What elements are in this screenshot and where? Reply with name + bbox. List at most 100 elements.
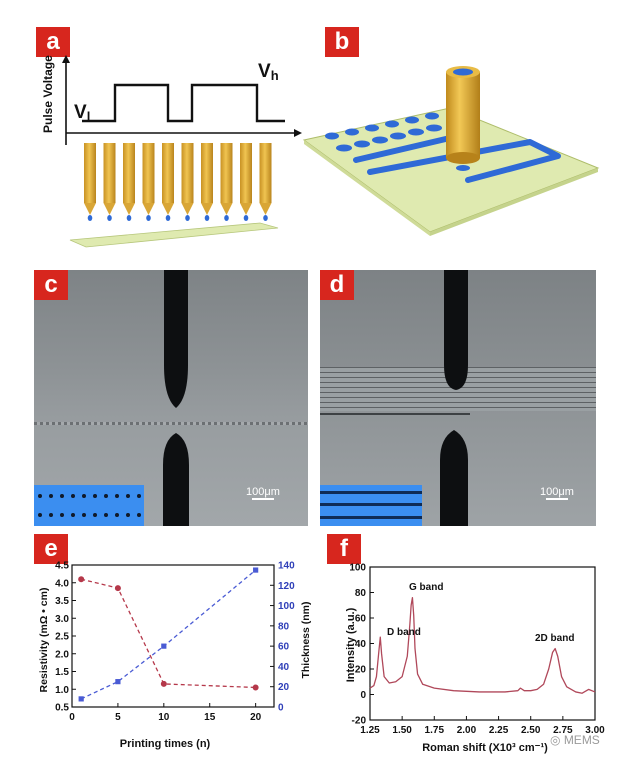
panel-a-diagram: Pulse Voltage Vl Vh <box>41 55 302 248</box>
ink-droplet <box>165 215 171 221</box>
y-tick-label: 2.5 <box>55 632 69 643</box>
chart-e-xlabel: Printing times (n) <box>120 738 211 750</box>
y-tick-label: 4.0 <box>55 578 69 589</box>
nozzle-tip <box>220 203 233 215</box>
y-right-tick-label: 40 <box>278 662 290 673</box>
printed-dot-row <box>325 112 439 140</box>
ink-droplet <box>126 215 132 221</box>
nozzle-tip-d <box>440 270 468 526</box>
chart-e-ylabel-right: Thickness (nm) <box>300 601 312 678</box>
y-tick-label: 40 <box>355 639 367 650</box>
raman-spectrum-line <box>369 596 596 694</box>
inset-lines <box>320 485 422 526</box>
annotation-2d-band: 2D band <box>535 633 574 644</box>
data-point-thickness <box>161 643 167 649</box>
x-tick-label: 1.75 <box>425 725 445 736</box>
y-tick-label: 20 <box>355 665 367 676</box>
nozzle-tip <box>240 203 252 215</box>
ink-droplet <box>204 215 210 221</box>
nozzle-tip <box>259 203 272 215</box>
pulse-y-arrow <box>62 55 70 63</box>
nozzle-tip <box>84 203 96 215</box>
chart-e: Resistivity (mΩ • cm) Thickness (nm) Pri… <box>38 561 312 751</box>
data-point-resistivity <box>78 576 85 583</box>
y-right-tick-label: 140 <box>278 561 295 572</box>
x-tick-label: 0 <box>69 712 75 723</box>
y-right-tick-label: 20 <box>278 682 290 693</box>
y-tick-label: 4.5 <box>55 561 69 572</box>
micrograph-c: 100μm <box>34 270 308 526</box>
data-point-thickness <box>115 679 121 685</box>
y-right-tick-label: 60 <box>278 642 290 653</box>
micrograph-d: 100μm <box>320 270 596 526</box>
scale-bar-d: 100μm <box>540 486 574 500</box>
nozzle <box>142 143 155 203</box>
x-tick-label: 1.25 <box>360 725 380 736</box>
nozzle-tip <box>123 203 135 215</box>
nozzle <box>220 143 233 203</box>
nozzle-tip-upper <box>163 270 189 526</box>
panel-b-diagram <box>302 66 600 236</box>
nozzle-tip <box>181 203 194 215</box>
x-tick-label: 2.25 <box>489 725 509 736</box>
x-tick-label: 3.00 <box>585 725 605 736</box>
annotation-g-band: G band <box>409 582 443 593</box>
y-right-tick-label: 0 <box>278 703 284 714</box>
ink-droplet <box>146 215 151 221</box>
x-tick-label: 2.50 <box>521 725 541 736</box>
y-tick-label: 60 <box>355 614 367 625</box>
data-point-thickness <box>78 696 84 702</box>
data-point-thickness <box>253 567 259 573</box>
data-point-resistivity <box>114 585 121 592</box>
nozzle-tip <box>201 203 213 215</box>
panel-label-a: a <box>36 27 70 57</box>
nozzle <box>103 143 116 203</box>
ink-drop <box>456 165 470 171</box>
y-tick-label: 3.0 <box>55 614 69 625</box>
y-tick-label: 1.5 <box>55 667 69 678</box>
data-point-resistivity <box>252 684 259 691</box>
x-tick-label: 2.00 <box>457 725 477 736</box>
chart-e-ylabel: Resistivity (mΩ • cm) <box>38 588 50 693</box>
pulse-voltage-label: Pulse Voltage <box>41 55 55 133</box>
y-tick-label: 0 <box>360 690 366 701</box>
ink-droplet <box>87 215 93 221</box>
nozzle <box>181 143 194 203</box>
series-line-1 <box>80 569 257 700</box>
x-tick-label: 15 <box>204 712 216 723</box>
y-tick-label: 0.5 <box>55 703 69 714</box>
inset-dots <box>34 485 144 526</box>
ink-droplet <box>263 215 268 221</box>
scale-bar-c: 100μm <box>246 486 280 500</box>
y-tick-label: 2.0 <box>55 649 69 660</box>
nozzle-tip <box>142 203 155 215</box>
y-tick-label: 1.0 <box>55 685 69 696</box>
printed-line-1 <box>353 135 453 163</box>
chart-f: Intensity (a.u.) Roman shift (X10³ cm⁻¹)… <box>345 563 605 755</box>
x-tick-label: 5 <box>115 712 121 723</box>
panel-label-d: d <box>320 270 354 300</box>
nozzle-body <box>446 72 480 158</box>
chart-f-xlabel: Roman shift (X10³ cm⁻¹) <box>422 742 548 754</box>
panel-label-c: c <box>34 270 68 300</box>
wechat-icon: ◎ <box>550 733 564 747</box>
printed-dot-track <box>34 422 308 425</box>
y-tick-label: 3.5 <box>55 596 69 607</box>
y-tick-label: 100 <box>349 563 366 574</box>
y-right-tick-label: 100 <box>278 601 295 612</box>
panel-label-f: f <box>327 534 361 564</box>
x-tick-label: 10 <box>158 712 170 723</box>
panel-label-e: e <box>34 534 68 564</box>
data-point-resistivity <box>160 680 167 687</box>
ink-droplet <box>243 215 249 221</box>
nozzle <box>259 143 272 203</box>
nozzle <box>123 143 135 203</box>
nozzle <box>201 143 213 203</box>
pulse-waveform <box>82 83 285 123</box>
y-right-tick-label: 120 <box>278 581 295 592</box>
x-tick-label: 2.75 <box>553 725 573 736</box>
ink-droplet <box>107 215 112 221</box>
annotation-d-band: D band <box>387 627 421 638</box>
chart-f-ylabel: Intensity (a.u.) <box>345 607 357 682</box>
y-tick-label: 80 <box>355 588 367 599</box>
